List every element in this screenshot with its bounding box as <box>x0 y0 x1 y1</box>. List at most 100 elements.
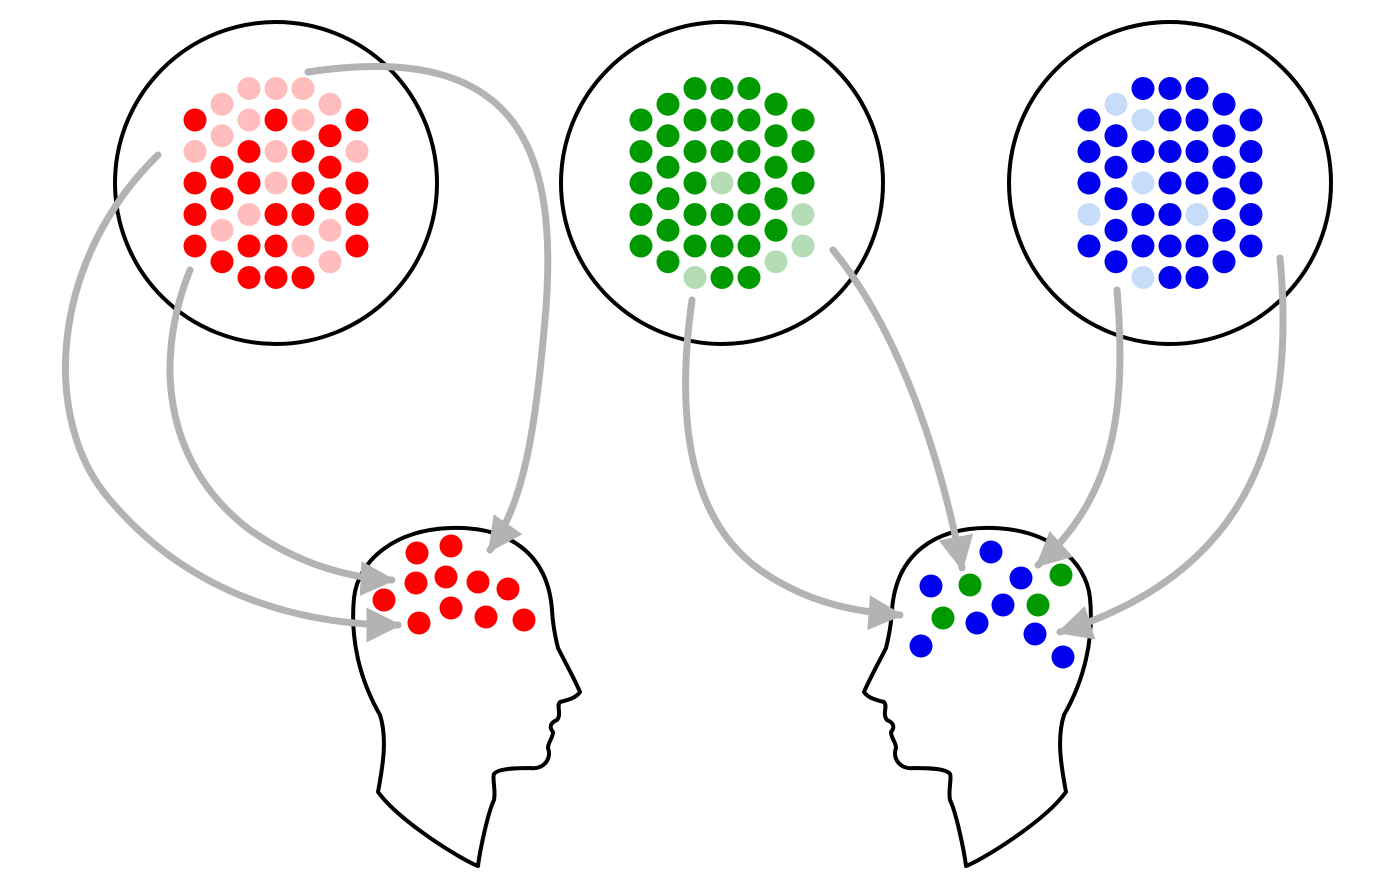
green-population-faded-dot <box>710 171 734 195</box>
red-population-faded-dot <box>183 140 207 163</box>
arrow-red-bottom-to-left-head <box>166 266 396 596</box>
blue-population-dot <box>1131 140 1155 163</box>
arrow-green-left-to-right-head <box>682 296 904 631</box>
red-population-dot <box>264 234 288 258</box>
right-head-blue-dot <box>965 611 989 635</box>
blue-population-dot <box>1158 234 1182 258</box>
left-head-red-dot <box>434 565 458 589</box>
green-population-faded-dot <box>791 203 815 226</box>
red-population-dot <box>183 171 207 195</box>
red-population-dot <box>291 266 315 289</box>
green-population-circle <box>559 20 885 346</box>
red-population-dot <box>318 155 342 179</box>
green-population-dot <box>683 203 707 226</box>
blue-population-dot <box>1077 108 1101 132</box>
blue-population-dot <box>1239 234 1263 258</box>
green-population-dot <box>737 108 761 132</box>
green-population-dot <box>656 218 680 242</box>
red-population-faded-dot <box>237 108 261 132</box>
green-population-dot <box>683 140 707 163</box>
red-population-dot <box>237 140 261 163</box>
red-population-circle <box>113 20 439 346</box>
red-population-dot <box>183 108 207 132</box>
blue-population-dot <box>1131 77 1155 100</box>
green-population-dot <box>764 155 788 179</box>
left-head-red-dot <box>466 570 490 594</box>
right-head-blue-dot <box>1051 645 1075 669</box>
blue-population-dot <box>1212 92 1236 116</box>
red-population-faded-dot <box>237 203 261 226</box>
green-population-dot <box>629 234 653 258</box>
red-population-dot <box>210 155 234 179</box>
red-population-faded-dot <box>318 250 342 274</box>
blue-population-dot <box>1104 250 1128 274</box>
blue-population-faded-dot <box>1185 203 1209 226</box>
blue-population-dot <box>1131 234 1155 258</box>
arrow-blue-right-to-right-head <box>1056 254 1287 640</box>
green-population-faded-dot <box>791 234 815 258</box>
red-population-faded-dot <box>210 92 234 116</box>
left-head-red-dot <box>512 608 536 632</box>
green-population-dot <box>629 171 653 195</box>
right-head-green-dot <box>958 573 982 597</box>
blue-population-dot <box>1212 218 1236 242</box>
blue-population-dot <box>1158 77 1182 100</box>
green-population-dot <box>683 77 707 100</box>
arrow-green-right-to-right-head <box>829 246 974 572</box>
red-population-faded-dot <box>237 77 261 100</box>
left-head-red-dot <box>439 534 463 558</box>
blue-population-dot <box>1131 203 1155 226</box>
green-population-dot <box>656 250 680 274</box>
red-population-dot <box>291 140 315 163</box>
red-population-dot <box>264 108 288 132</box>
blue-population-dot <box>1077 234 1101 258</box>
blue-population-dot <box>1158 108 1182 132</box>
red-population-dot <box>210 187 234 211</box>
red-population-dot <box>210 250 234 274</box>
arrows <box>61 63 1287 643</box>
right-head-green-dot <box>931 606 955 630</box>
green-population-dot <box>656 124 680 148</box>
blue-population-dot <box>1104 218 1128 242</box>
blue-population-dot <box>1158 171 1182 195</box>
green-population-dot <box>764 92 788 116</box>
right-head-blue-dot <box>1023 622 1047 646</box>
green-population-dot <box>656 155 680 179</box>
green-population-dot <box>791 140 815 163</box>
blue-population-faded-dot <box>1077 203 1101 226</box>
blue-population-dot <box>1104 155 1128 179</box>
green-population-dot <box>629 203 653 226</box>
red-population-dot <box>345 234 369 258</box>
left-head-red-dot <box>405 541 429 565</box>
green-population-dot <box>683 171 707 195</box>
left-head-silhouette <box>351 525 582 868</box>
left-head-red-dot <box>404 571 428 595</box>
red-population-dot <box>264 203 288 226</box>
green-population-faded-dot <box>683 266 707 289</box>
left-head-red-dot <box>439 596 463 620</box>
blue-population-dot <box>1239 140 1263 163</box>
red-population-faded-dot <box>210 124 234 148</box>
blue-population-dot <box>1185 171 1209 195</box>
green-population-dot <box>710 77 734 100</box>
green-population-dot <box>656 92 680 116</box>
right-head-blue-dot <box>1009 566 1033 590</box>
blue-population-dot <box>1158 266 1182 289</box>
blue-population-dot <box>1185 77 1209 100</box>
red-population-dot <box>345 171 369 195</box>
blue-population-dot <box>1077 140 1101 163</box>
red-population-faded-dot <box>318 218 342 242</box>
green-population-dot <box>629 108 653 132</box>
red-population-faded-dot <box>291 77 315 100</box>
green-population-dot <box>737 171 761 195</box>
green-population-dot <box>791 171 815 195</box>
blue-population-dot <box>1239 171 1263 195</box>
red-population-dot <box>183 203 207 226</box>
red-population-faded-dot <box>210 218 234 242</box>
blue-population-dot <box>1185 108 1209 132</box>
green-population-dot <box>791 108 815 132</box>
left-head-red-dot <box>474 605 498 629</box>
red-population-faded-dot <box>264 140 288 163</box>
